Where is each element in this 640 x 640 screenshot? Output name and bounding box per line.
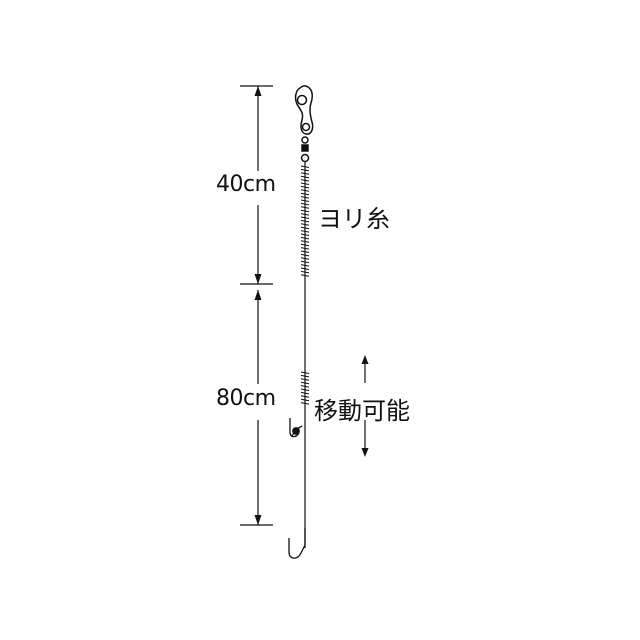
coil-wrap <box>300 253 310 257</box>
coil-wrap <box>300 213 310 216</box>
coil-wrap <box>300 165 310 168</box>
swivel-snap <box>294 85 314 163</box>
movable-label: 移動可能 <box>314 397 410 425</box>
movable-branch-coil <box>300 371 310 405</box>
coil-wrap <box>300 219 310 223</box>
coil-wrap <box>300 402 310 405</box>
coil-wrap <box>300 243 310 247</box>
twisted-line-coil <box>300 165 310 277</box>
coil-wrap <box>300 398 310 402</box>
coil-wrap <box>300 270 310 274</box>
coil-wrap <box>300 371 310 374</box>
coil-wrap <box>300 230 310 233</box>
coil-wrap <box>300 388 310 391</box>
coil-wrap <box>300 385 310 388</box>
coil-wrap <box>300 226 310 230</box>
coil-wrap <box>300 374 310 378</box>
coil-wrap <box>300 199 310 202</box>
coil-wrap <box>300 236 310 240</box>
coil-wrap <box>300 172 310 175</box>
twisted-line-label: ヨリ糸 <box>318 205 390 233</box>
branch-hook <box>289 418 303 438</box>
coil-wrap <box>300 264 310 267</box>
coil-wrap <box>300 260 310 264</box>
coil-wrap <box>300 223 310 226</box>
coil-wrap <box>300 233 310 236</box>
coil-wrap <box>300 274 310 277</box>
coil-wrap <box>300 395 310 398</box>
dimension-80cm <box>240 290 273 526</box>
coil-wrap <box>300 381 310 385</box>
coil-wrap <box>300 267 310 270</box>
coil-wrap <box>300 247 310 250</box>
coil-wrap <box>300 250 310 253</box>
coil-wrap <box>300 206 310 209</box>
coil-wrap <box>300 257 310 260</box>
coil-wrap <box>300 202 310 206</box>
coil-wrap <box>300 196 310 199</box>
coil-wrap <box>300 216 310 219</box>
coil-wrap <box>300 192 310 196</box>
coil-wrap <box>300 179 310 182</box>
coil-wrap <box>300 378 310 381</box>
coil-wrap <box>300 189 310 192</box>
coil-wrap <box>300 240 310 243</box>
terminal-hook <box>288 528 306 559</box>
dimension-40cm <box>240 85 273 285</box>
coil-wrap <box>300 185 310 189</box>
coil-wrap <box>300 168 310 172</box>
coil-wrap <box>300 209 310 213</box>
coil-wrap <box>300 175 310 179</box>
movable-arrow <box>361 355 369 457</box>
lower-length-label: 80cm <box>216 386 276 411</box>
coil-wrap <box>300 391 310 395</box>
coil-wrap <box>300 182 310 185</box>
upper-length-label: 40cm <box>216 172 276 197</box>
